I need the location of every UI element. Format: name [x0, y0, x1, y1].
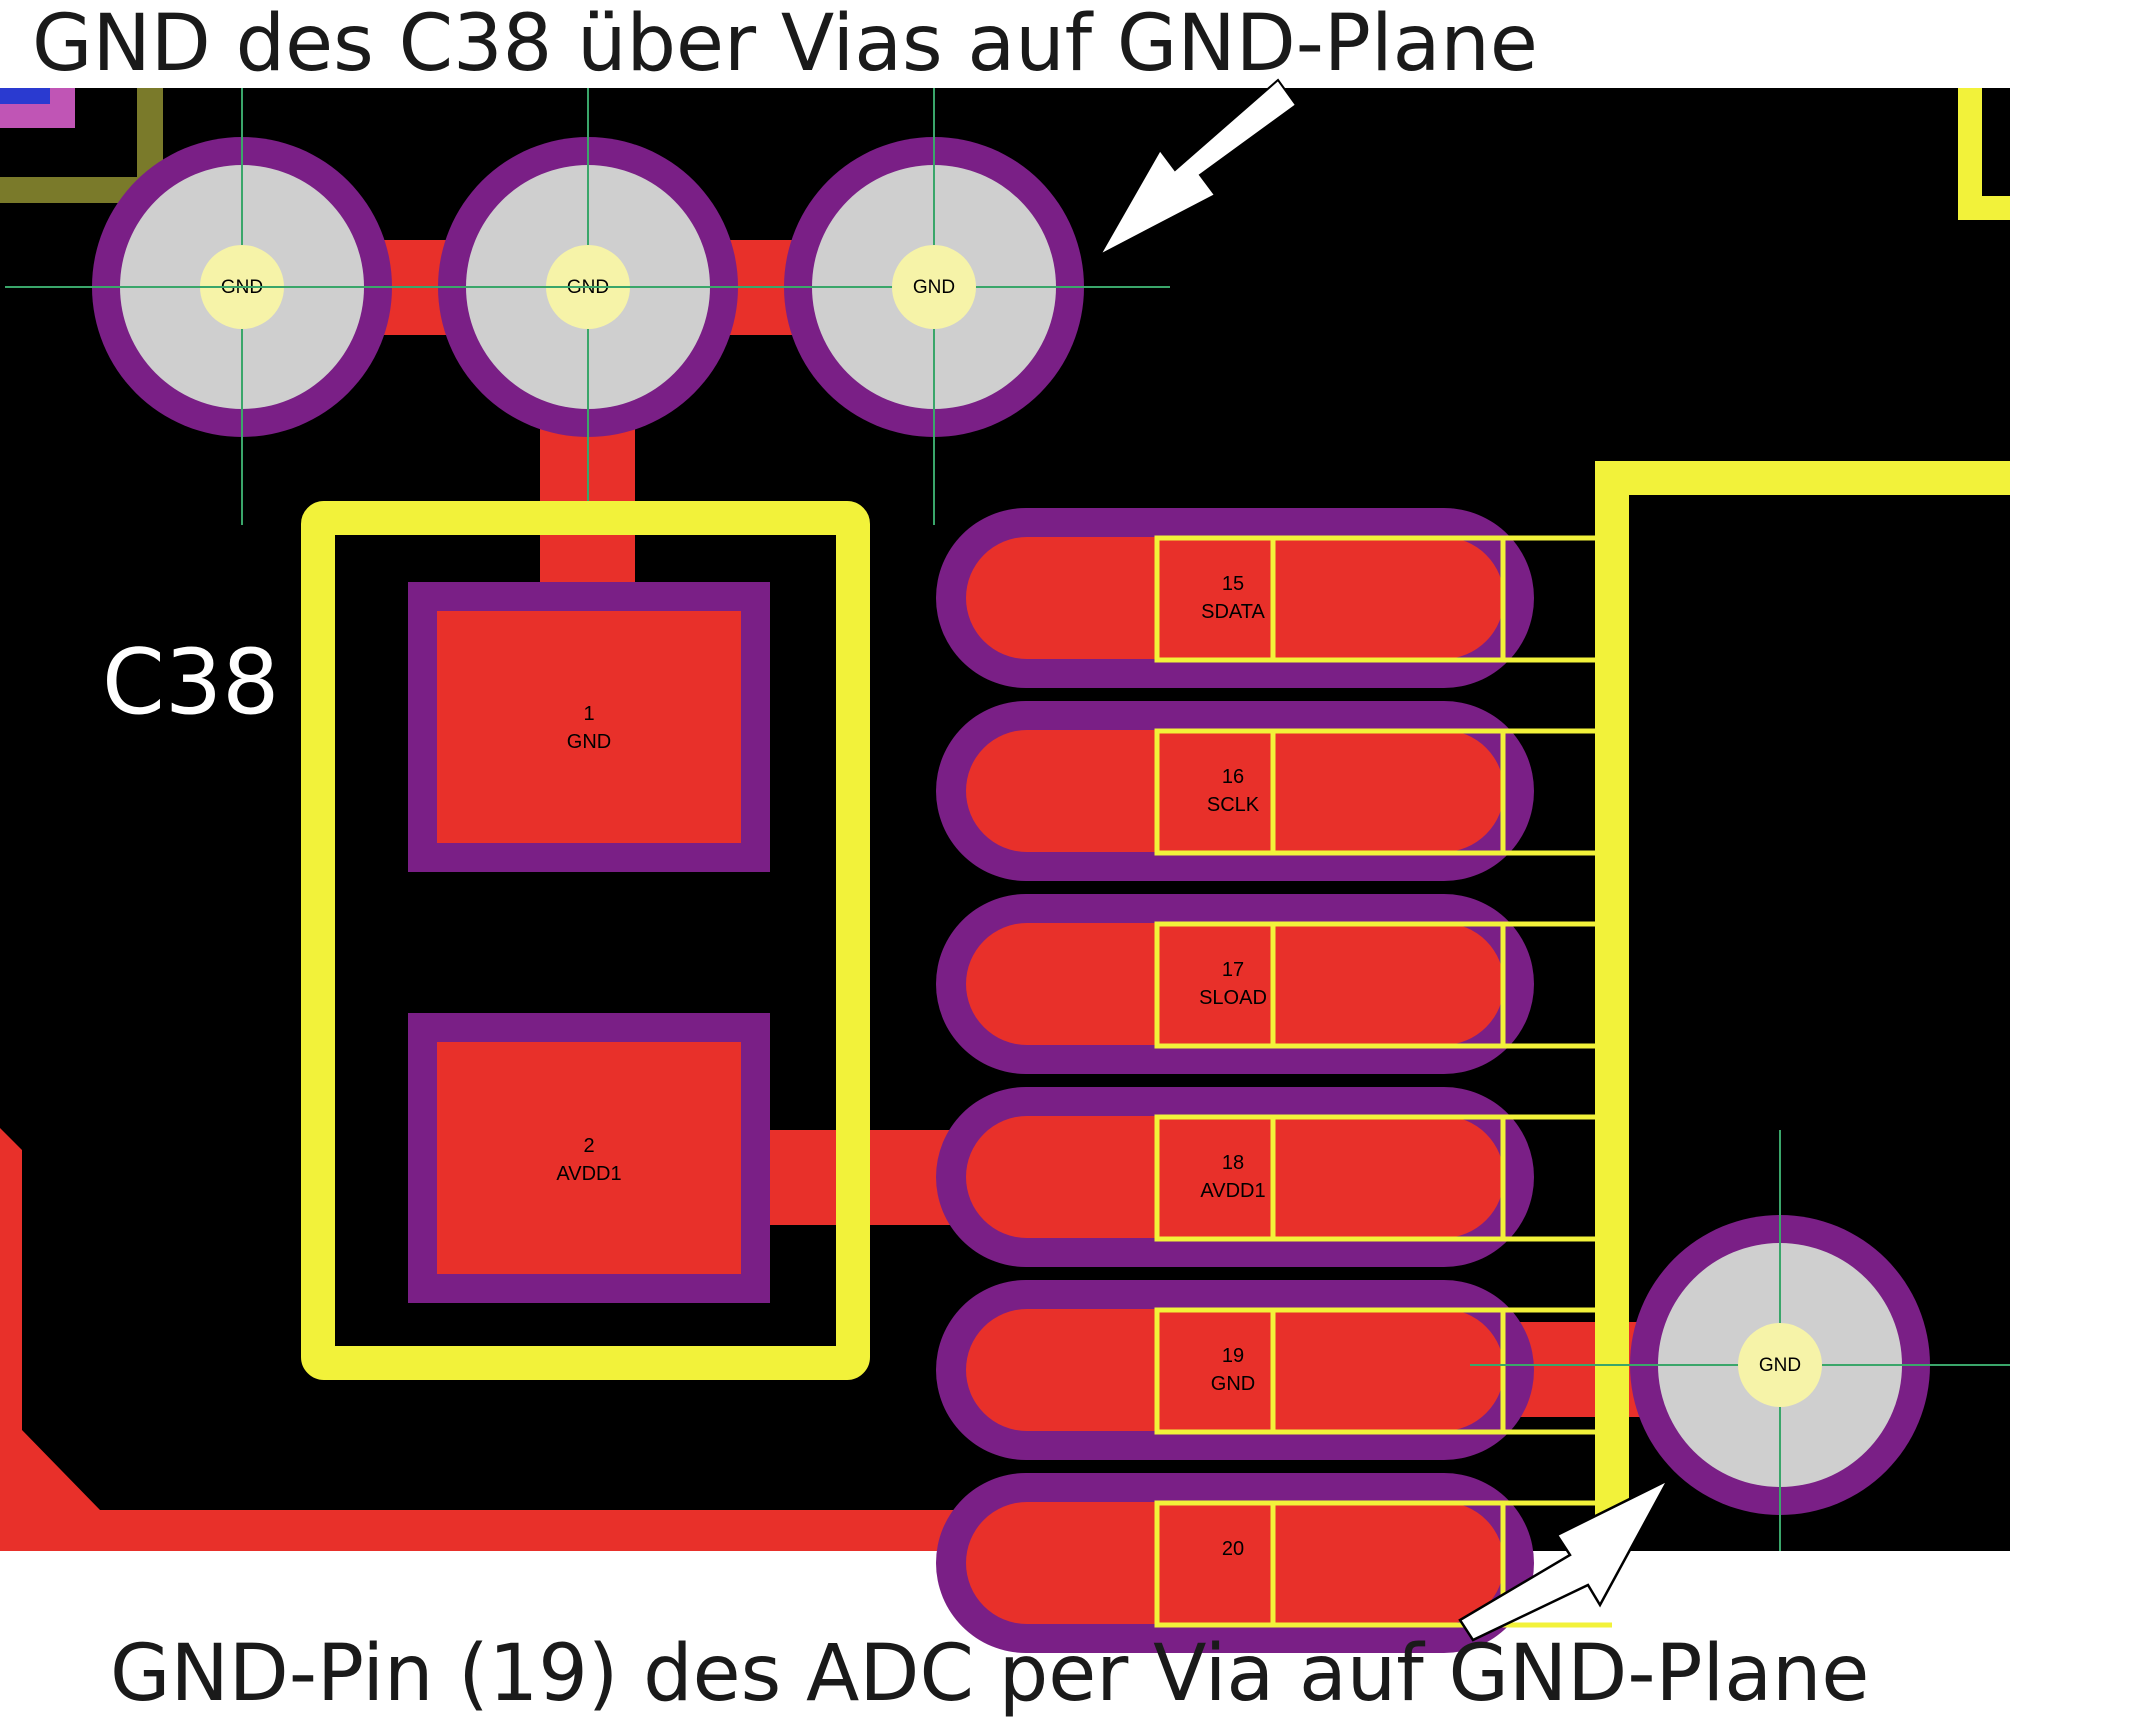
c38-pad-2: 2 AVDD1: [408, 1013, 770, 1303]
c38-silkscreen-outline: [301, 501, 870, 1380]
adc-lead-outline: [1154, 921, 1612, 1049]
adc-silkscreen-outline: [1595, 461, 2010, 1551]
component-ref-label: C38: [102, 630, 279, 735]
adc-pin-net: SLOAD: [1199, 987, 1267, 1009]
arrow-top: [1097, 78, 1298, 258]
adc-lead-outline: [1154, 535, 1612, 663]
via-net-label: GND: [1759, 1355, 1801, 1376]
adc-pin-number: 20: [1222, 1538, 1244, 1560]
adc-pin-net: SDATA: [1201, 601, 1265, 623]
adc-pin-copper: [966, 1116, 1504, 1238]
c38-pad-2-number: 2: [583, 1135, 594, 1157]
adc-pin-copper: [966, 1309, 1504, 1431]
c38-pad-2-net: AVDD1: [556, 1163, 621, 1185]
arrow-bottom: [1458, 1477, 1671, 1642]
adc-pin-number: 15: [1222, 573, 1244, 595]
adc-lead-outline: [1154, 728, 1612, 856]
adc-pin-number: 19: [1222, 1345, 1244, 1367]
adc-pin-net: AVDD1: [1200, 1180, 1265, 1202]
c38-pad-1-number: 1: [583, 703, 594, 725]
adc-pin-net: GND: [1211, 1373, 1255, 1395]
caption-bottom: GND-Pin (19) des ADC per Via auf GND-Pla…: [110, 1629, 1869, 1719]
adc-pin-number: 18: [1222, 1152, 1244, 1174]
adc-lead-outline: [1154, 1307, 1612, 1435]
adc-pin-20: 20: [936, 1473, 1612, 1653]
silkscreen-corner-top-right: [1958, 88, 2010, 220]
via-net-label: GND: [913, 277, 955, 298]
via-bottom: GND: [1470, 1130, 2010, 1551]
adc-pin-copper: [966, 923, 1504, 1045]
caption-top: GND des C38 über Vias auf GND-Plane: [32, 0, 1538, 89]
adc-pin-net: SCLK: [1207, 794, 1260, 816]
adc-pin-copper: [966, 537, 1504, 659]
c38-pad-2-copper: [437, 1042, 741, 1274]
adc-pin-number: 16: [1222, 766, 1244, 788]
corner-pad-fragment-inner: [0, 88, 50, 104]
c38-pad-1: 1 GND: [408, 582, 770, 872]
adc-pin-copper: [966, 1502, 1504, 1624]
c38-pad-1-net: GND: [567, 731, 611, 753]
via-drill: [1738, 1323, 1822, 1407]
adc-pin-copper: [966, 730, 1504, 852]
adc-pin-number: 17: [1222, 959, 1244, 981]
via-drill: [892, 245, 976, 329]
c38-pad-1-copper: [437, 611, 741, 843]
adc-lead-outline: [1154, 1500, 1612, 1628]
adc-lead-outline: [1154, 1114, 1612, 1242]
